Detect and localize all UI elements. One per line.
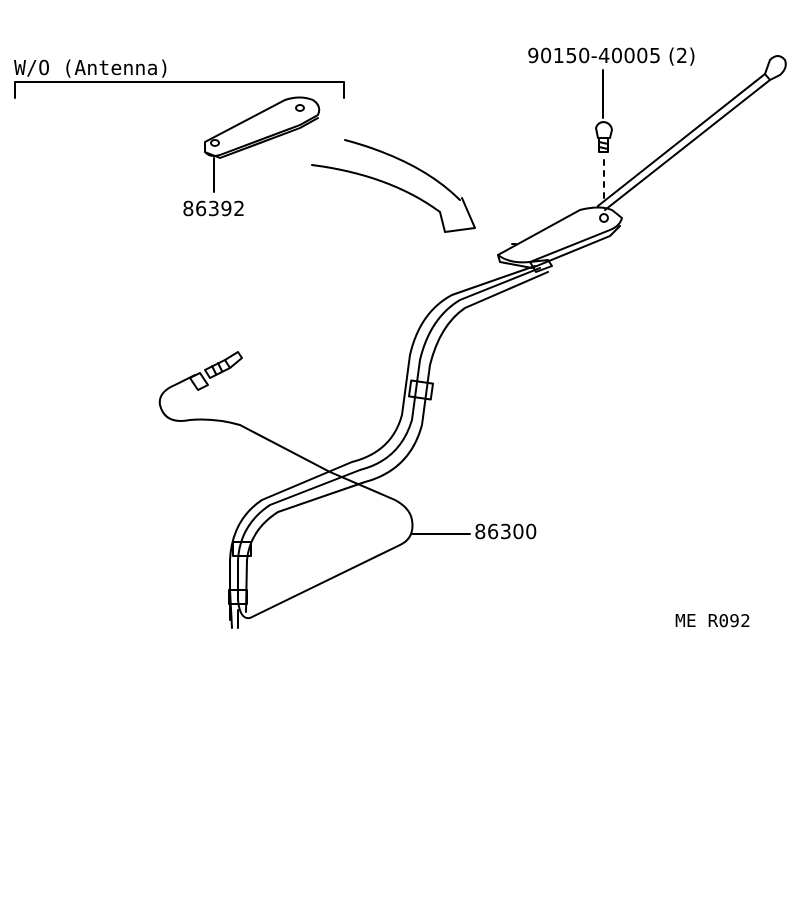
bolt-part-number: 90150-40005 (2) xyxy=(527,44,697,68)
cover-part-number: 86392 xyxy=(182,197,246,221)
antenna-mast xyxy=(597,55,787,211)
antenna-plug xyxy=(189,351,243,391)
cable-clamp-middle xyxy=(232,541,252,557)
cable-part-number: 86300 xyxy=(474,520,538,544)
antenna-cable-assembly xyxy=(158,265,549,629)
antenna-hole-cover xyxy=(204,96,321,159)
wo-antenna-label: W/O (Antenna) xyxy=(14,56,171,80)
cable-clamp-lower xyxy=(228,589,248,605)
mounting-bolt xyxy=(595,121,613,153)
wo-antenna-bracket xyxy=(14,81,345,99)
figure-reference: ME R092 xyxy=(675,611,751,632)
cable-clamp-upper xyxy=(407,379,435,401)
replacement-arrow xyxy=(311,139,476,233)
antenna-base xyxy=(497,206,623,273)
